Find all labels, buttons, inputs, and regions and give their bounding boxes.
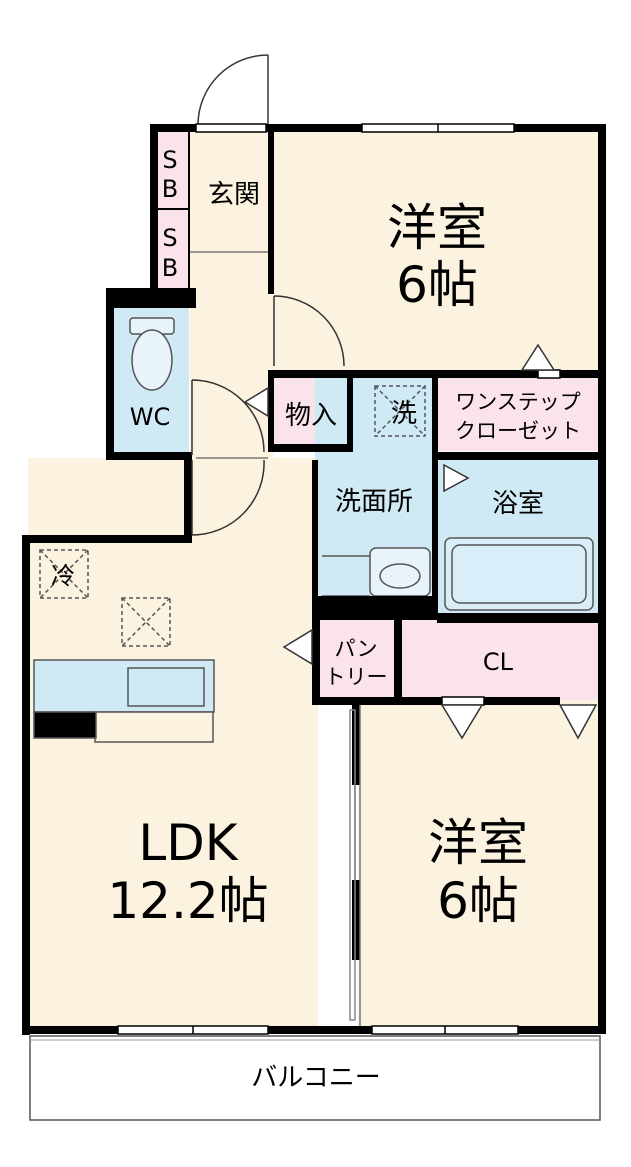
pantry-line1: パン — [334, 637, 377, 661]
entry-markers — [243, 343, 598, 740]
floor-fills — [28, 128, 599, 1030]
western-room-bottom-size: 6帖 — [437, 872, 519, 930]
closet-label: CL — [483, 648, 514, 676]
closet-top-line2: クローゼット — [455, 419, 581, 443]
shoebox-top-b: B — [162, 175, 178, 203]
washing-machine-icon — [374, 385, 426, 437]
balcony-label: バルコニー — [251, 1063, 380, 1093]
range-hood-icon — [121, 597, 171, 647]
washbasin-bowl — [379, 563, 421, 589]
shoebox-bottom-s: S — [162, 224, 177, 252]
floor-western-top — [273, 128, 599, 371]
room-labels: 洋室 6帖 LDK 12.2帖 洋室 6帖 玄関 S B S B WC 物入 洗… — [51, 146, 581, 1093]
balcony — [29, 1035, 601, 1121]
walls — [22, 124, 606, 1035]
closet-top-line1: ワンステップ — [455, 390, 581, 414]
floor-closet-top — [437, 376, 599, 451]
bathroom-label: 浴室 — [492, 489, 544, 519]
kitchen-sink — [127, 667, 205, 707]
floor-cl — [400, 620, 599, 700]
western-room-top-name: 洋室 — [387, 199, 487, 257]
shoebox-bottom-b: B — [162, 254, 178, 282]
windows — [117, 123, 561, 1035]
washer-label: 洗 — [391, 399, 417, 429]
fridge-space-icon — [39, 549, 89, 599]
bathtub — [444, 537, 594, 611]
floor-corridor — [190, 458, 315, 618]
fridge-label: 冷 — [51, 562, 75, 590]
toilet-bowl — [131, 329, 173, 391]
washroom-label: 洗面所 — [335, 487, 413, 517]
floor-pantry — [315, 620, 395, 700]
western-room-bottom-name: 洋室 — [428, 814, 528, 872]
wc-label: WC — [130, 403, 171, 431]
ldk-size: 12.2帖 — [107, 872, 268, 930]
shoebox-top-s: S — [162, 146, 177, 174]
floor-western-bottom — [358, 700, 599, 1030]
storage-label: 物入 — [285, 401, 337, 431]
kitchen-lower — [94, 711, 214, 743]
doors — [191, 54, 356, 1021]
entrance-label: 玄関 — [208, 180, 260, 210]
bathtub-inner — [451, 544, 587, 604]
western-room-top-size: 6帖 — [396, 256, 478, 314]
ldk-name: LDK — [138, 814, 238, 872]
washbasin — [369, 547, 431, 597]
pantry-line2: トリー — [325, 665, 388, 689]
fixtures — [33, 317, 594, 743]
kitchen-block — [33, 711, 97, 739]
